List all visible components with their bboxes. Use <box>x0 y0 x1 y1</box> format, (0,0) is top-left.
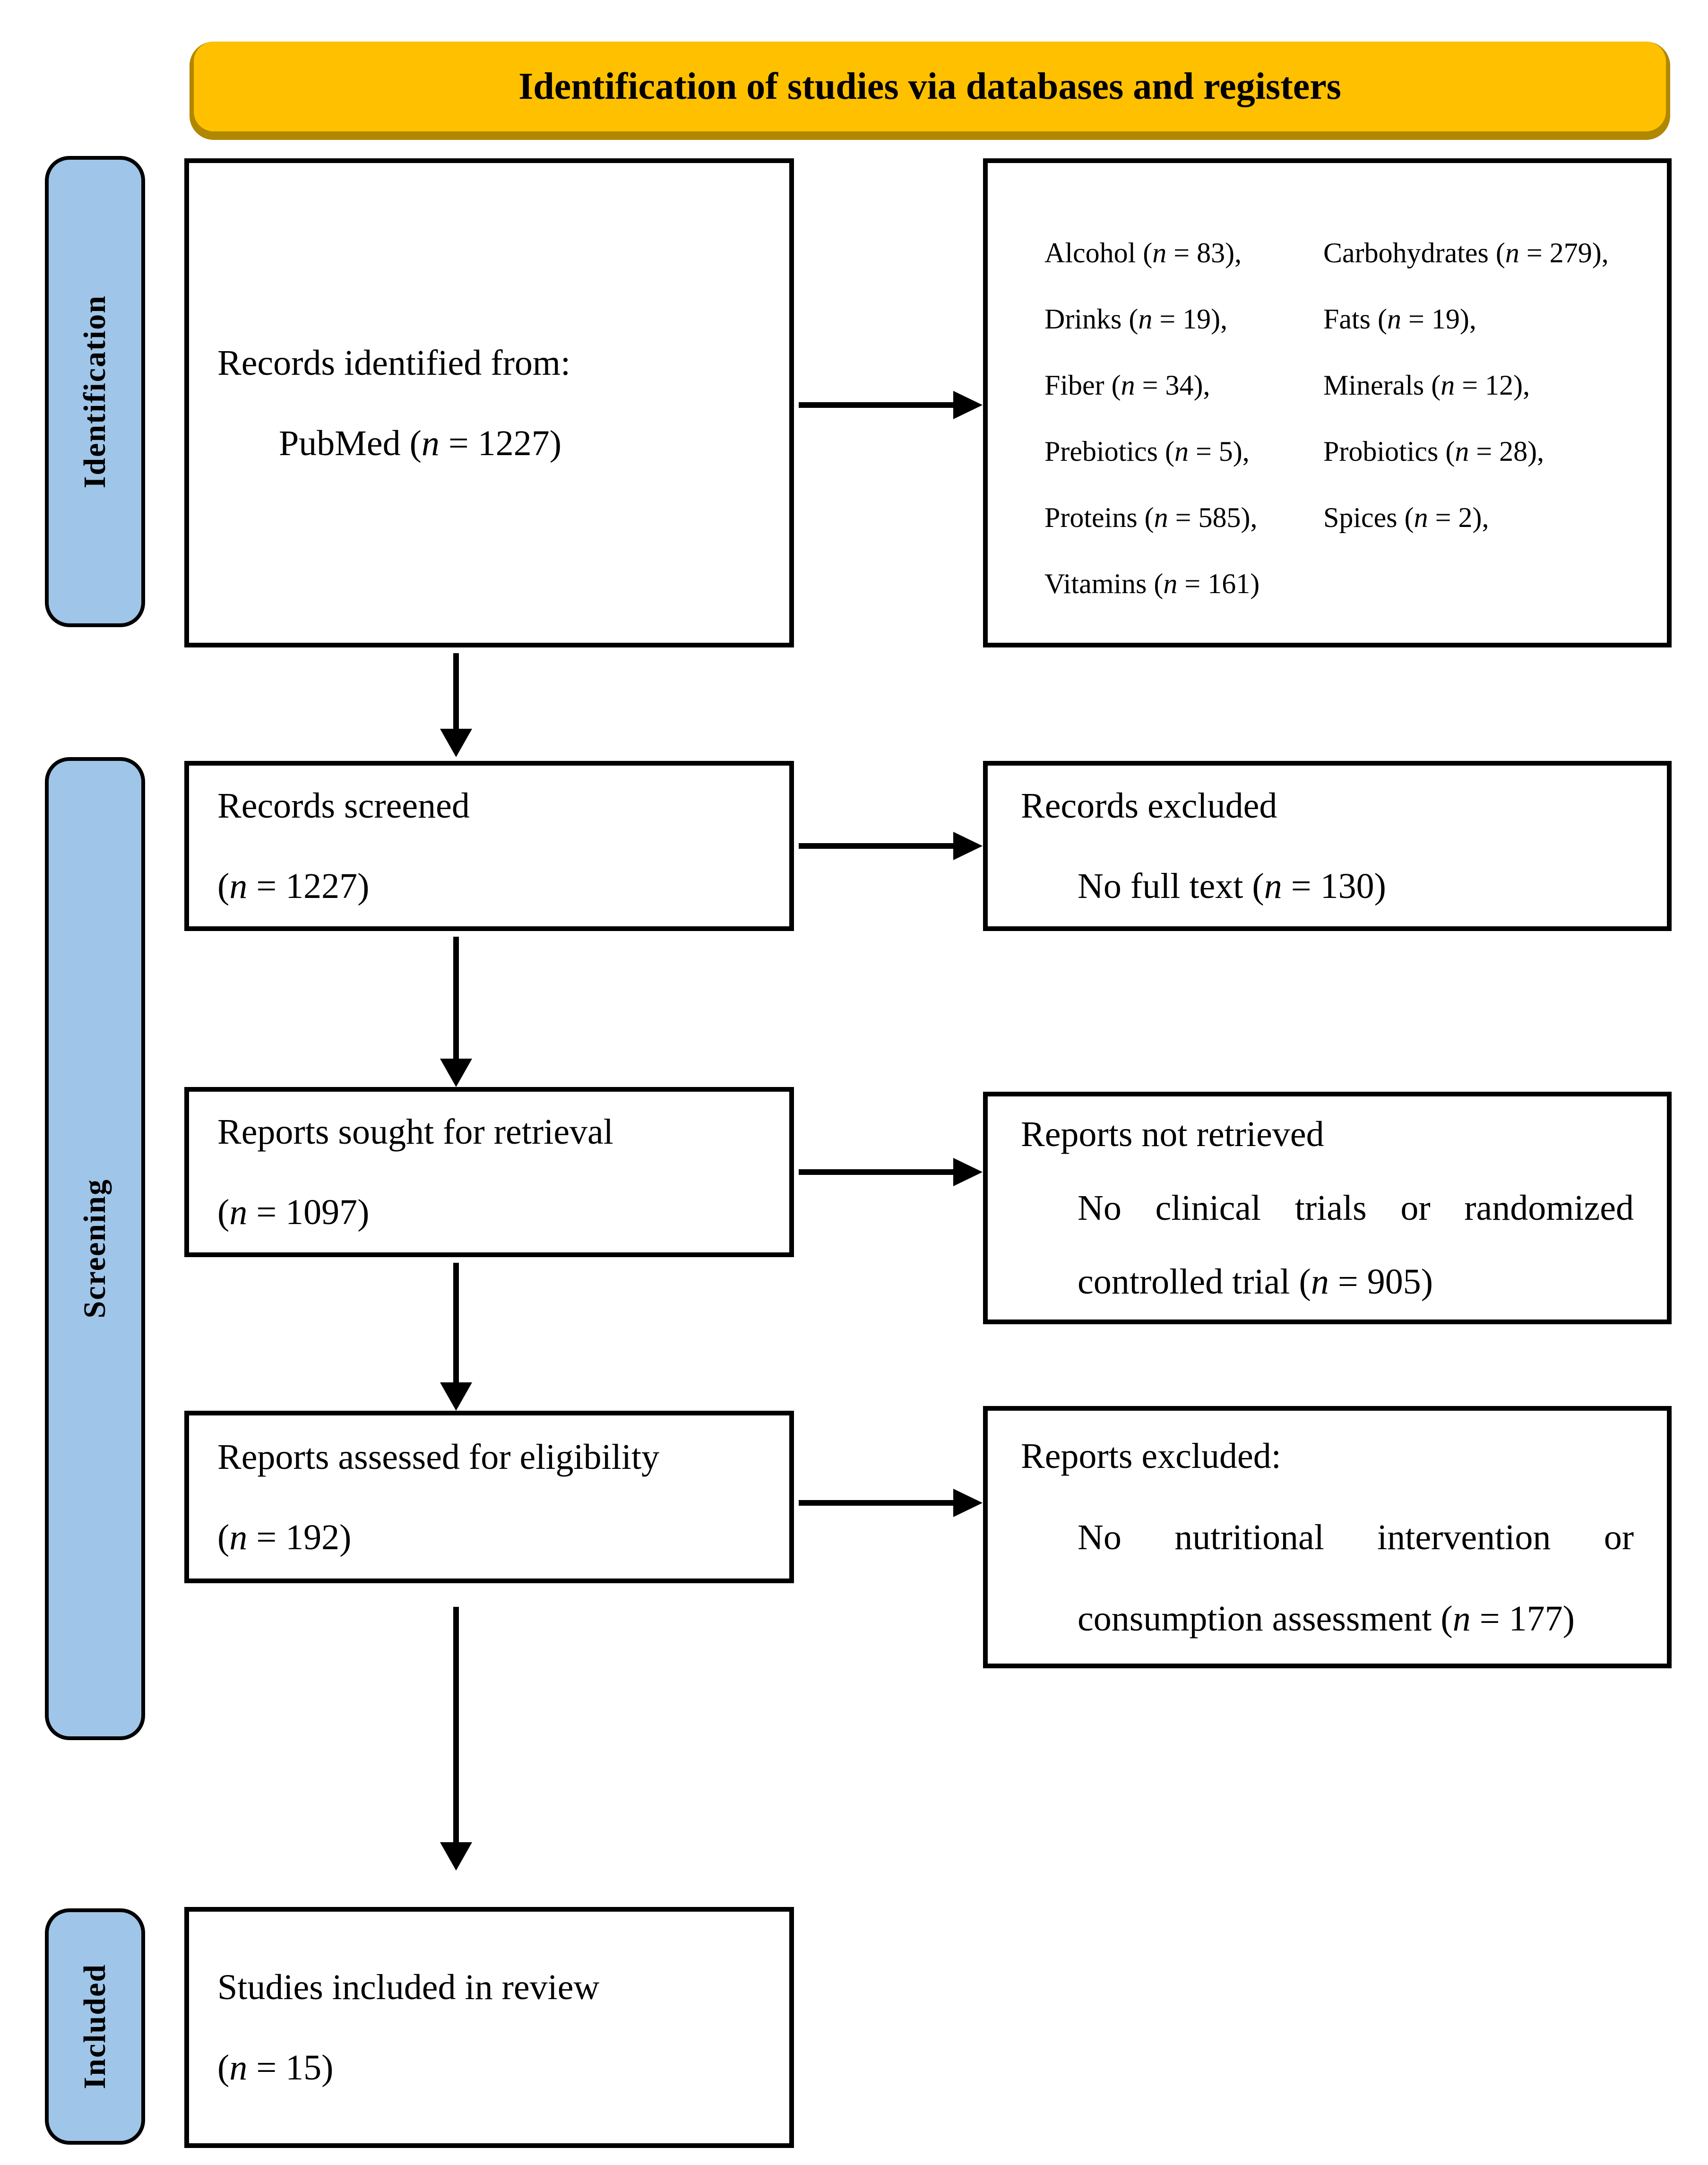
box-reports-sought: Reports sought for retrieval (n = 1097) <box>184 1087 794 1257</box>
arrow-identified-to-screened-head <box>440 729 472 757</box>
arrow-identified-to-screened-line <box>453 653 459 730</box>
records-identified-line2: PubMed (n = 1227) <box>279 423 562 463</box>
category-cell: Prebiotics (n = 5), <box>1044 436 1250 467</box>
arrow-screened-to-sought-head <box>440 1059 472 1087</box>
stage-label-screening: Screening <box>45 757 145 1740</box>
arrow-assessed-to-included-head <box>440 1842 472 1871</box>
records-excluded-line1: Records excluded <box>1021 786 1277 826</box>
box-records-excluded: Records excluded No full text (n = 130) <box>983 761 1672 931</box>
reports-not-retrieved-line3: controlled trial (n = 905) <box>1078 1262 1433 1302</box>
arrow-sought-to-assessed-line <box>453 1263 459 1383</box>
studies-included-line2: (n = 15) <box>217 2048 334 2087</box>
stage-label-included: Included <box>45 1908 145 2145</box>
arrow-identified-to-categories-head <box>953 391 983 419</box>
box-records-identified: Records identified from: PubMed (n = 122… <box>184 158 794 647</box>
arrow-screened-to-excluded-head <box>953 832 983 860</box>
category-cell: Carbohydrates (n = 279), <box>1323 237 1609 268</box>
category-row: Proteins (n = 585), Spices (n = 2), <box>988 484 1667 551</box>
category-row: Prebiotics (n = 5), Probiotics (n = 28), <box>988 418 1667 484</box>
category-row: Alcohol (n = 83), Carbohydrates (n = 279… <box>988 220 1667 286</box>
category-cell: Minerals (n = 12), <box>1323 370 1530 401</box>
box-reports-excluded: Reports excluded: No nutritional interve… <box>983 1406 1672 1668</box>
category-row: Vitamins (n = 161) <box>988 551 1667 617</box>
records-excluded-line2: No full text (n = 130) <box>1078 866 1386 906</box>
reports-assessed-line2: (n = 192) <box>217 1517 352 1557</box>
studies-included-line1: Studies included in review <box>217 1967 600 2007</box>
box-records-screened: Records screened (n = 1227) <box>184 761 794 931</box>
records-screened-line1: Records screened <box>217 786 470 826</box>
box-reports-assessed: Reports assessed for eligibility (n = 19… <box>184 1411 794 1583</box>
category-cell: Alcohol (n = 83), <box>1044 237 1242 268</box>
category-cell <box>1323 551 1653 617</box>
reports-excluded-line1: Reports excluded: <box>1021 1436 1281 1476</box>
reports-not-retrieved-line2: No clinical trials or randomized <box>1078 1188 1634 1228</box>
box-studies-included: Studies included in review (n = 15) <box>184 1907 794 2148</box>
reports-sought-line1: Reports sought for retrieval <box>217 1112 613 1152</box>
arrow-assessed-to-excluded-head <box>953 1489 983 1517</box>
stage-label-identification-text: Identification <box>78 294 112 489</box>
reports-assessed-line1: Reports assessed for eligibility <box>217 1437 660 1477</box>
arrow-assessed-to-included-line <box>453 1607 459 1843</box>
records-screened-line2: (n = 1227) <box>217 866 370 906</box>
reports-sought-line2: (n = 1097) <box>217 1192 370 1232</box>
category-row: Drinks (n = 19), Fats (n = 19), <box>988 286 1667 352</box>
stage-label-screening-text: Screening <box>78 1179 112 1319</box>
arrow-screened-to-excluded-line <box>799 843 957 849</box>
reports-not-retrieved-line1: Reports not retrieved <box>1021 1114 1324 1154</box>
records-identified-line1: Records identified from: <box>217 343 571 383</box>
category-cell: Fats (n = 19), <box>1323 303 1476 335</box>
category-cell: Proteins (n = 585), <box>1044 502 1258 533</box>
category-cell: Probiotics (n = 28), <box>1323 436 1544 467</box>
stage-label-identification: Identification <box>45 156 145 627</box>
category-cell: Drinks (n = 19), <box>1044 303 1228 335</box>
box-reports-not-retrieved: Reports not retrieved No clinical trials… <box>983 1092 1672 1324</box>
arrow-assessed-to-excluded-line <box>799 1500 957 1506</box>
title-banner: Identification of studies via databases … <box>194 42 1666 131</box>
reports-excluded-line3: consumption assessment (n = 177) <box>1078 1598 1575 1639</box>
arrow-screened-to-sought-line <box>453 937 459 1060</box>
arrow-sought-to-assessed-head <box>440 1382 472 1411</box>
category-row: Fiber (n = 34), Minerals (n = 12), <box>988 352 1667 418</box>
category-cell: Spices (n = 2), <box>1323 502 1489 533</box>
arrow-sought-to-notretrieved-line <box>799 1169 957 1175</box>
diagram-title: Identification of studies via databases … <box>518 65 1341 107</box>
arrow-sought-to-notretrieved-head <box>953 1158 983 1186</box>
box-search-categories: Alcohol (n = 83), Carbohydrates (n = 279… <box>983 158 1672 647</box>
arrow-identified-to-categories-line <box>799 402 957 408</box>
reports-excluded-line2: No nutritional intervention or <box>1078 1517 1634 1557</box>
stage-label-included-text: Included <box>78 1964 112 2089</box>
category-cell: Fiber (n = 34), <box>1044 370 1210 401</box>
category-cell: Vitamins (n = 161) <box>1044 568 1260 599</box>
